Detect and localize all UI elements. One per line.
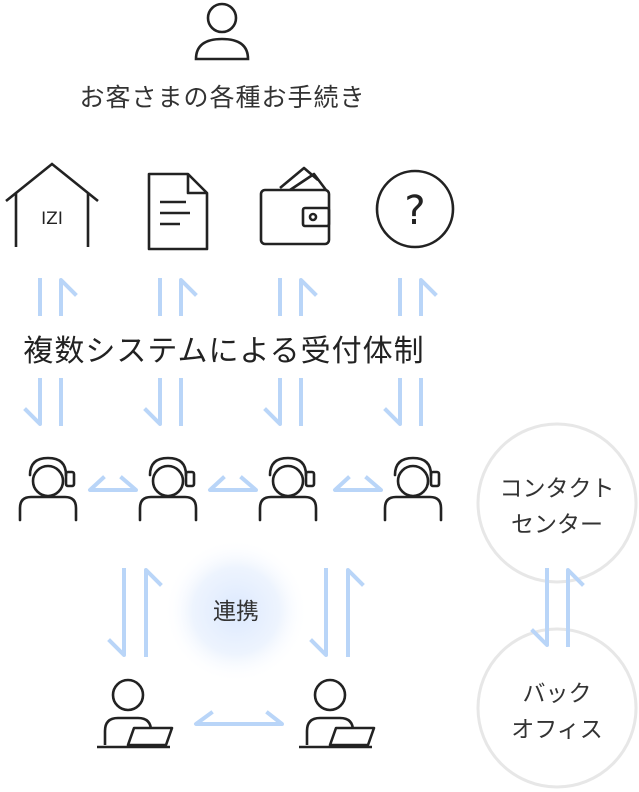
staff-laptop-icon-1 xyxy=(97,678,174,749)
operator-headset-icon-3 xyxy=(258,456,318,522)
operator-headset-icon-2 xyxy=(138,456,198,522)
operator-arrows xyxy=(88,475,383,492)
coordination-glow xyxy=(164,539,308,683)
right-arrows xyxy=(530,568,585,647)
system-label: 複数システムによる受付体制 xyxy=(23,334,425,369)
question-icon xyxy=(375,169,455,249)
document-icon xyxy=(147,172,209,251)
contact-center-line2: センター xyxy=(511,512,603,538)
back-office-line1: バック xyxy=(522,681,592,707)
customer-person-icon xyxy=(194,2,250,61)
operator-headset-icon-4 xyxy=(383,456,443,522)
operator-icons xyxy=(18,456,443,522)
operator-headset-icon-1 xyxy=(18,456,78,522)
customer-label: お客さまの各種お手続き xyxy=(79,83,366,112)
service-arrows-bottom xyxy=(23,378,423,426)
contact-center-label: コンタクト センター xyxy=(478,471,636,543)
coordination-label: 連携 xyxy=(213,599,259,625)
staff-arrow xyxy=(194,710,284,726)
staff-laptop-icons xyxy=(97,678,376,749)
contact-center-circle xyxy=(476,422,638,584)
staff-laptop-icon-2 xyxy=(299,678,376,749)
contact-center-line1: コンタクト xyxy=(499,476,615,502)
service-arrows-top xyxy=(38,278,438,316)
back-office-label: バック オフィス xyxy=(478,676,636,748)
coordination-arrows xyxy=(107,568,365,657)
back-office-circle xyxy=(476,627,638,789)
back-office-line2: オフィス xyxy=(511,717,603,743)
wallet-icon xyxy=(259,166,331,246)
house-icon xyxy=(5,162,99,247)
question-mark-text: ? xyxy=(404,188,425,234)
house-sign-text: IZI xyxy=(41,209,63,229)
